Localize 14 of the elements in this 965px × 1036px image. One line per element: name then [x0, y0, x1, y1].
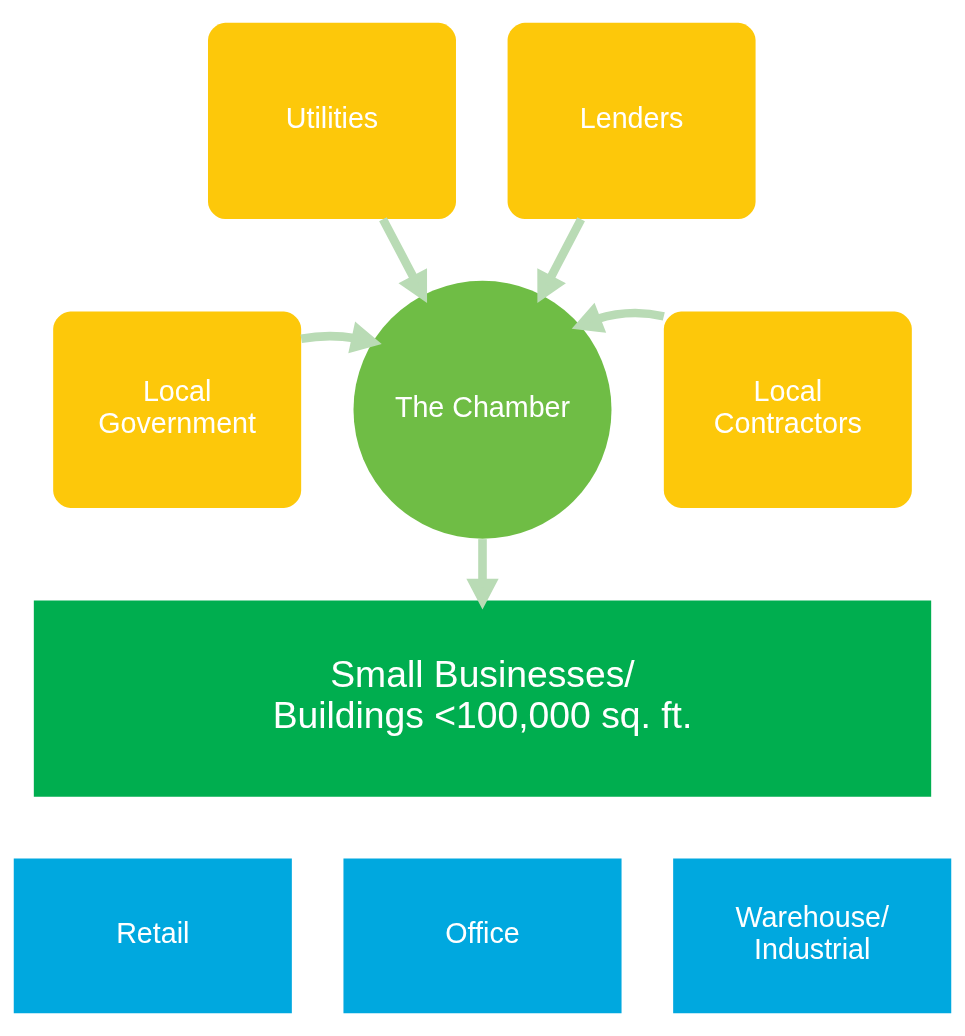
node-box: Office: [343, 858, 622, 1014]
arrow: [571, 302, 665, 333]
node-box: Warehouse/ Industrial: [673, 858, 952, 1014]
arrow: [300, 321, 382, 354]
arrow: [379, 217, 428, 303]
node-box: Local Contractors: [663, 311, 912, 508]
node-box: Utilities: [208, 22, 456, 220]
arrow: [537, 217, 585, 304]
node-box: Small Businesses/ Buildings <100,000 sq. ft.: [33, 600, 932, 797]
node-circle: The Chamber: [353, 280, 612, 539]
node-box: Retail: [13, 858, 292, 1014]
arrow: [466, 539, 499, 610]
node-box: Lenders: [507, 22, 756, 220]
node-box: Local Government: [53, 311, 302, 508]
